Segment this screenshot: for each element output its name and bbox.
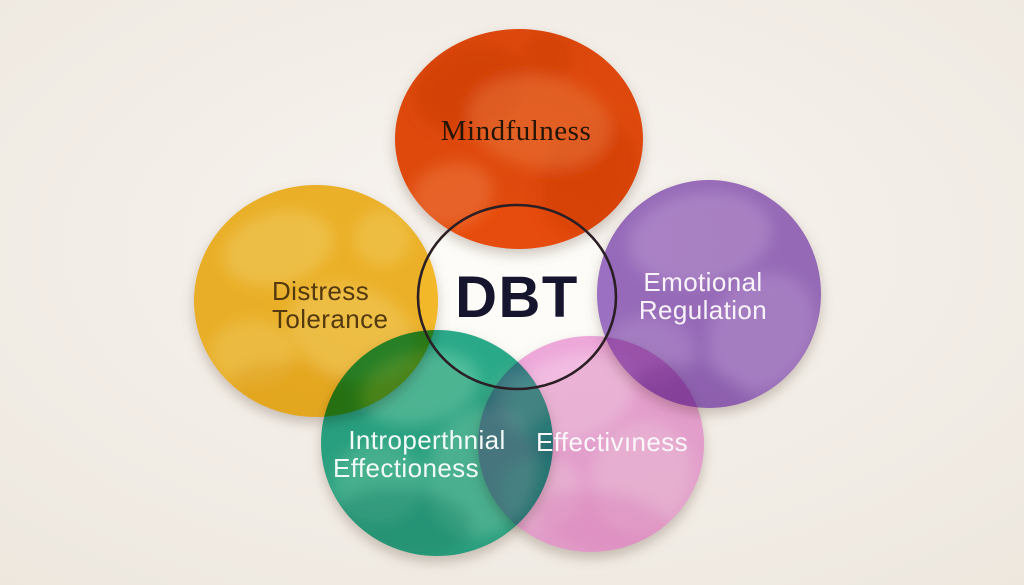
pattern-blob xyxy=(708,272,816,392)
emotional-regulation-circle xyxy=(597,180,821,408)
distress-tolerance-label-line1: Distress xyxy=(272,276,369,306)
pattern-blob xyxy=(505,353,635,443)
pattern-blob xyxy=(534,490,674,552)
pattern-blob xyxy=(468,75,612,169)
center-ring xyxy=(416,203,618,391)
mindfulness-circle xyxy=(395,29,643,249)
pattern-blob xyxy=(360,350,480,426)
pattern-blob xyxy=(223,210,333,286)
dbt-center-label: DBT xyxy=(455,265,579,330)
effectiveness-circle xyxy=(478,336,704,552)
pattern-blob-group xyxy=(498,353,693,552)
pattern-blob xyxy=(410,162,494,228)
pattern-blob xyxy=(522,32,574,84)
pattern-blob-group xyxy=(602,191,816,408)
emotional-regulation-label-line2: Regulation xyxy=(639,295,767,325)
effectiveness-label: Effectivıness xyxy=(536,427,688,457)
pattern-blob xyxy=(628,191,772,285)
distress-tolerance-label-line2: Tolerance xyxy=(272,304,388,334)
emotional-regulation-label-line1: Emotional xyxy=(643,267,762,297)
pattern-blob xyxy=(354,210,410,266)
mindfulness-label: Mindfulness xyxy=(441,115,592,147)
interpersonal-effectiveness-label-line2: Effectioness xyxy=(333,453,479,483)
pattern-blob-group xyxy=(410,32,638,238)
interpersonal-effectiveness-label-line1: Introperthnial xyxy=(348,425,505,455)
